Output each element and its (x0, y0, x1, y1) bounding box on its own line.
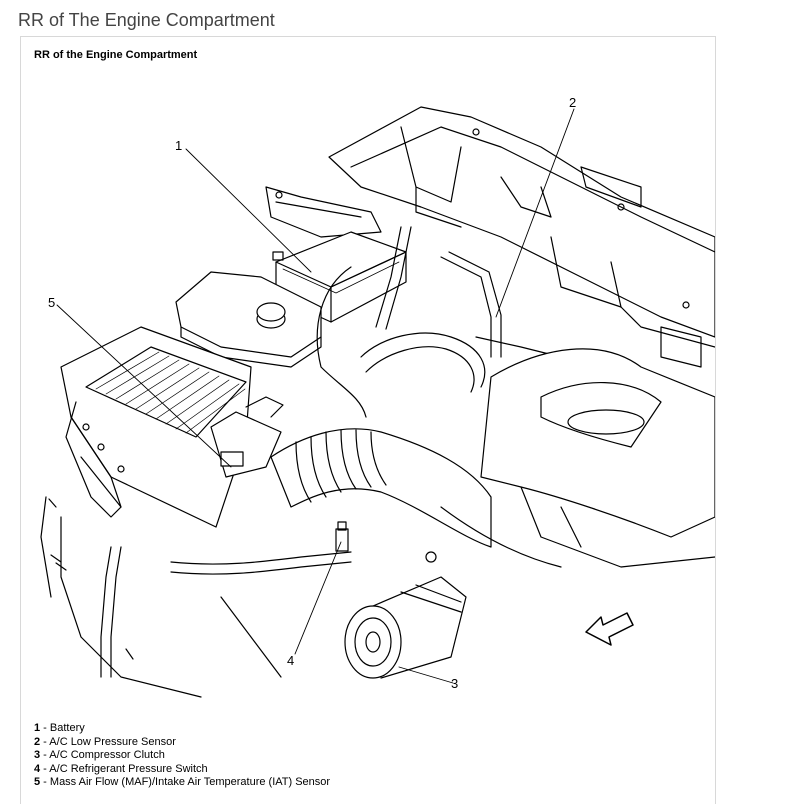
legend-item-battery: 1 - Battery (34, 722, 85, 734)
legend-number: 3 (34, 749, 41, 761)
page-title: RR of The Engine Compartment (18, 10, 275, 30)
intake-duct (270, 428, 562, 568)
cowl-panel (328, 106, 715, 368)
callout-4: 4 (287, 653, 294, 668)
callout-2: 2 (569, 95, 576, 110)
legend-text: A/C Low Pressure Sensor (49, 735, 176, 748)
legend-item-pressure-switch: 4 - A/C Refrigerant Pressure Switch (34, 762, 208, 775)
callout-1: 1 (175, 138, 182, 153)
callout-3: 3 (451, 676, 458, 691)
legend-number: 4 (34, 762, 41, 775)
legend-item-compressor-clutch: 3 - A/C Compressor Clutch (34, 749, 165, 761)
legend-number: 5 (34, 776, 41, 788)
legend-text: Battery (49, 722, 85, 734)
legend-number: 1 (34, 722, 41, 734)
pressure-switch (335, 521, 349, 552)
front-direction-arrow (585, 612, 634, 646)
callout-5: 5 (48, 295, 55, 310)
legend-text: A/C Compressor Clutch (49, 749, 165, 761)
engine-cover (480, 348, 715, 568)
battery-bracket (265, 186, 382, 238)
legend-item-low-pressure-sensor: 2 - A/C Low Pressure Sensor (34, 735, 176, 748)
frame-rail (40, 496, 282, 698)
legend-item-maf-iat-sensor: 5 - Mass Air Flow (MAF)/Intake Air Tempe… (34, 776, 331, 788)
ac-compressor (344, 551, 467, 679)
legend-text: A/C Refrigerant Pressure Switch (49, 762, 208, 775)
legend-text: Mass Air Flow (MAF)/Intake Air Temperatu… (49, 776, 331, 788)
legend-number: 2 (34, 735, 41, 748)
coolant-reservoir (175, 271, 322, 368)
leader-lines (56, 108, 575, 684)
parts-legend: 1 - Battery 2 - A/C Low Pressure Sensor … (34, 722, 330, 790)
engine-compartment-illustration: 1 2 3 4 5 (40, 95, 715, 698)
figure-frame: RR of the Engine Compartment (20, 36, 716, 804)
figure-title: RR of the Engine Compartment (34, 49, 198, 61)
